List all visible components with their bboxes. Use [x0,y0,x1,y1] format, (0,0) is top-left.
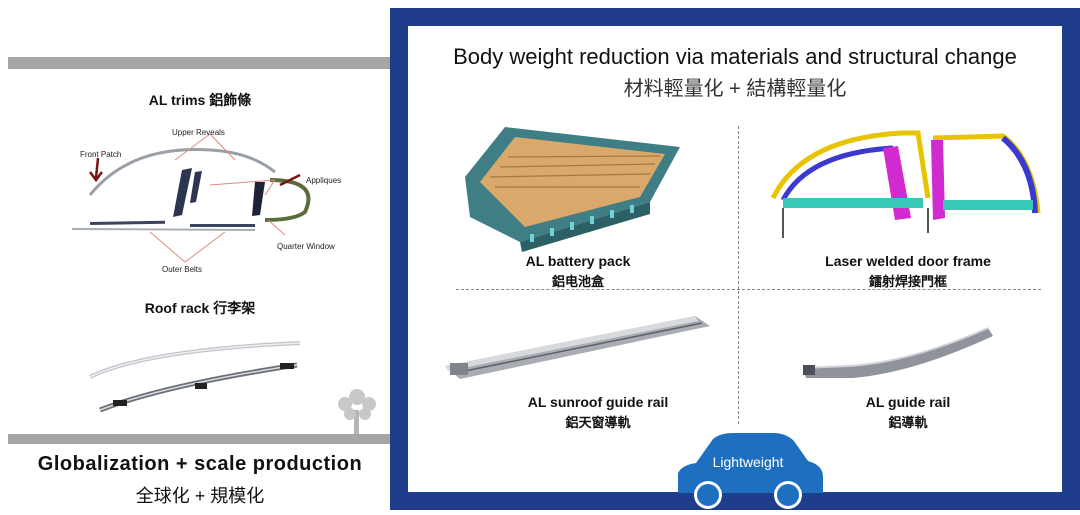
label-quarter-window: Quarter Window [277,242,335,251]
item-battery-pack-zh: 鋁电池盒 [551,274,604,289]
roof-rack-title: Roof rack 行李架 [144,300,256,316]
item-door-frame-zh: 鐳射焊接門框 [868,274,947,289]
label-front-patch: Front Patch [80,150,122,159]
item-door-frame: Laser welded door frame 鐳射焊接門框 [788,253,1028,290]
item-sunroof-guide-rail-name: AL sunroof guide rail [527,394,669,410]
battery-pack-image [465,127,680,252]
roof-rack-illustration [89,341,301,413]
door-frame-image [770,130,1041,238]
item-battery-pack-name: AL battery pack [525,253,631,269]
label-appliques: Appliques [306,176,342,185]
grid-divider-vertical [738,126,739,424]
right-subtitle: 材料輕量化 + 結構輕量化 [623,78,847,100]
label-outer-belts: Outer Belts [162,265,203,274]
globalization-title: Globalization + scale production [37,453,363,475]
grid-divider-horizontal [456,289,1041,290]
right-title: Body weight reduction via materials and … [453,44,1017,69]
sunroof-guide-rail-image [445,316,710,379]
tree-logo-icon [338,389,376,435]
lightweight-car-icon [678,433,823,509]
al-trims-title: AL trims 鋁飾條 [148,92,252,108]
globalization-subtitle: 全球化 + 規模化 [135,486,265,506]
item-guide-rail: AL guide rail 鋁導軌 [808,394,1008,431]
guide-rail-image [802,327,993,378]
label-upper-reveals: Upper Reveals [172,128,225,137]
item-battery-pack: AL battery pack 鋁电池盒 [468,253,688,290]
item-sunroof-guide-rail: AL sunroof guide rail 鋁天窗導軌 [488,394,708,431]
left-panel: AL trims 鋁飾條 Front Patch Upper Reveals A… [0,0,390,515]
item-guide-rail-zh: 鋁導軌 [888,415,928,430]
right-panel: Body weight reduction via materials and … [390,8,1080,510]
item-sunroof-guide-rail-zh: 鋁天窗導軌 [565,415,631,430]
al-trims-illustration [71,133,311,263]
divider-bar-bottom [8,434,390,444]
item-guide-rail-name: AL guide rail [865,394,951,410]
item-door-frame-name: Laser welded door frame [825,253,991,269]
lightweight-label: Lightweight [712,454,784,470]
divider-bar-top [8,57,390,69]
